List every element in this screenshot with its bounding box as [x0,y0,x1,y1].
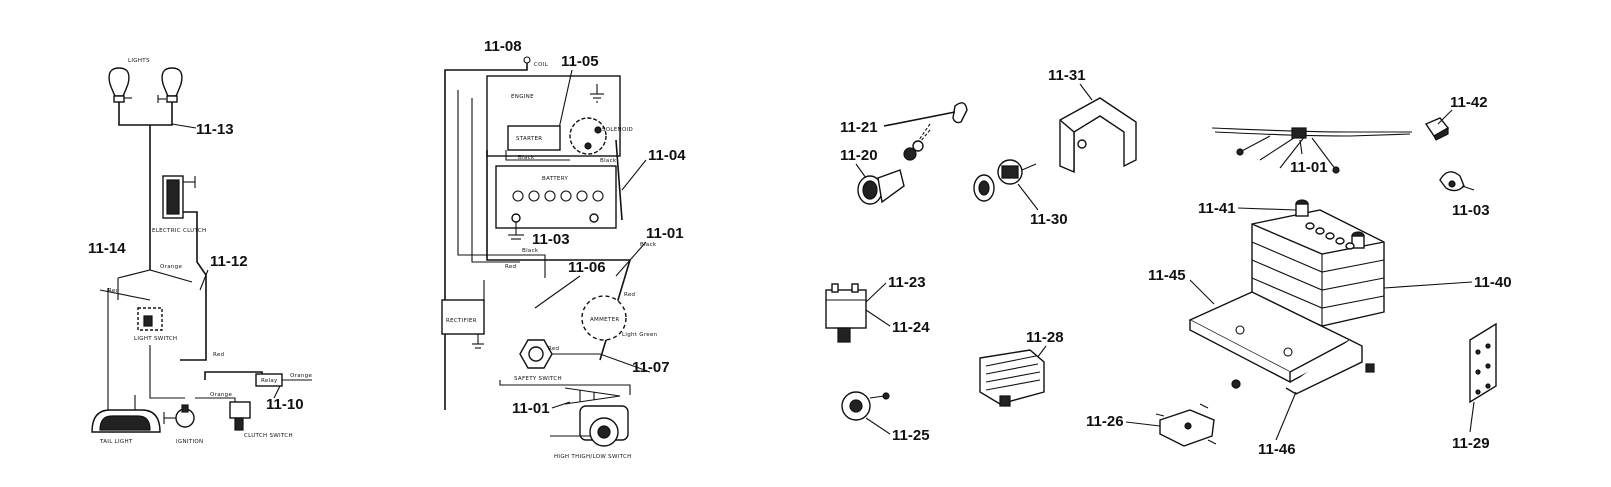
callout-11-03-b: 11-03 [1452,202,1490,219]
exploded-parts: 11-21 11-20 11-31 11-30 [825,67,1512,458]
safety-switch-label: SAFETY SWITCH [514,376,562,382]
callout-11-08: 11-08 [484,38,522,55]
callout-11-30: 11-30 [1030,211,1068,228]
electric-clutch-icon [162,175,196,219]
callout-11-28: 11-28 [1026,329,1064,346]
callout-11-01-a: 11-01 [646,225,684,242]
black-wire-label-a: Black [518,155,535,161]
ammeter-icon [581,295,627,341]
headlight-bulb-icon [157,67,183,103]
ground-symbol-icon [590,84,604,103]
callout-11-06: 11-06 [568,259,606,276]
callout-11-12: 11-12 [210,253,248,270]
callout-11-29: 11-29 [1452,435,1490,452]
rectifier-icon [979,349,1045,407]
orange-wire-label-b: Orange [210,392,232,398]
callout-11-20: 11-20 [840,147,878,164]
red-wire-label-d: Red [624,292,635,298]
callout-11-40: 11-40 [1474,274,1512,291]
solenoid-label: SOLENOID [602,127,633,133]
relay-icon [255,373,312,387]
toggle-switch-icon [973,159,1037,202]
callout-11-21: 11-21 [840,119,878,136]
headlight-bulb-icon [108,67,132,103]
callout-11-24: 11-24 [892,319,930,336]
callout-11-10: 11-10 [266,396,304,413]
high-low-switch-icon [550,405,629,447]
high-low-switch-label: HIGH THIGH/LOW SWITCH [554,454,632,460]
callout-11-01-c: 11-01 [1290,159,1328,176]
ignition-switch-icon [163,404,195,428]
callout-11-23: 11-23 [888,274,926,291]
cap-icon [1424,117,1450,141]
light-switch-icon [137,307,163,331]
solenoid-icon [569,117,607,155]
safety-switch-icon [519,339,553,369]
ground-symbol-icon [472,343,484,349]
connector-icon [1155,403,1217,447]
light-switch-label: LIGHT SWITCH [134,336,177,342]
horn-icon [841,391,890,421]
lights-label: LIGHTS [128,58,150,64]
plate-icon [1469,322,1497,404]
callout-11-05: 11-05 [561,53,599,70]
callout-11-31: 11-31 [1048,67,1086,84]
callout-11-04: 11-04 [648,147,686,164]
light-green-label: Light Green [622,332,658,338]
battery-icon [1251,199,1385,327]
tail-light-label: TAIL LIGHT [99,439,133,445]
bracket-icon [1059,97,1137,174]
callout-11-13: 11-13 [196,121,234,138]
wire-harness-icon [1211,127,1412,174]
key-icon [883,102,968,127]
red-wire-label-c: Red [505,264,516,270]
callout-11-25: 11-25 [892,427,930,444]
battery-terminal-icon [511,213,599,223]
red-wire-label-a: Red [108,288,119,294]
coil-label: COIL [534,62,549,68]
black-wire-label-c: Black [640,242,657,248]
callout-11-42: 11-42 [1450,94,1488,111]
callout-11-41: 11-41 [1198,200,1236,217]
callout-11-07: 11-07 [632,359,670,376]
red-wire-label-e: Red [548,346,559,352]
ground-symbol-icon [508,234,524,240]
rectifier-label: RECTIFIER [446,318,477,324]
callout-11-14: 11-14 [88,240,126,257]
clutch-switch-label: CLUTCH SWITCH [244,433,293,439]
engine-wiring-diagram: 11-08 COIL ENGINE 11-05 STARTER SOLENOID… [441,38,686,460]
callout-11-01-b: 11-01 [512,400,550,417]
callout-11-03-a: 11-03 [532,231,570,248]
ammeter-label: AMMETER [590,317,620,323]
battery-tray-icon [1188,291,1375,395]
starter-box [507,125,561,151]
relay-label: Relay [261,378,278,384]
battery-cells-icon [512,190,604,202]
ignition-label: IGNITION [176,439,203,445]
orange-wire-label-a: Orange [160,264,182,270]
starter-label: STARTER [516,136,542,142]
orange-wire-label-c: Orange [290,373,312,379]
battery-label: BATTERY [542,176,568,182]
callout-11-26: 11-26 [1086,413,1124,430]
callout-11-45: 11-45 [1148,267,1186,284]
toggle-switch-icon [825,283,867,343]
tail-light-icon [91,395,161,433]
battery-clamp-icon [1439,171,1475,192]
clutch-switch-icon [229,401,251,431]
rectifier-box [441,299,485,335]
black-wire-label-d: Black [522,248,539,254]
lights-wiring-diagram: LIGHTS 11-13 ELECTRIC CLUTCH 11-14 11-12 [88,58,312,445]
ignition-switch-icon [857,169,905,205]
clutch-label: ELECTRIC CLUTCH [152,228,206,234]
engine-label: ENGINE [511,94,534,100]
black-wire-label-b: Black [600,158,617,164]
nut-icon [903,140,924,161]
red-wire-label-b: Red [213,352,224,358]
callout-11-46: 11-46 [1258,441,1296,458]
